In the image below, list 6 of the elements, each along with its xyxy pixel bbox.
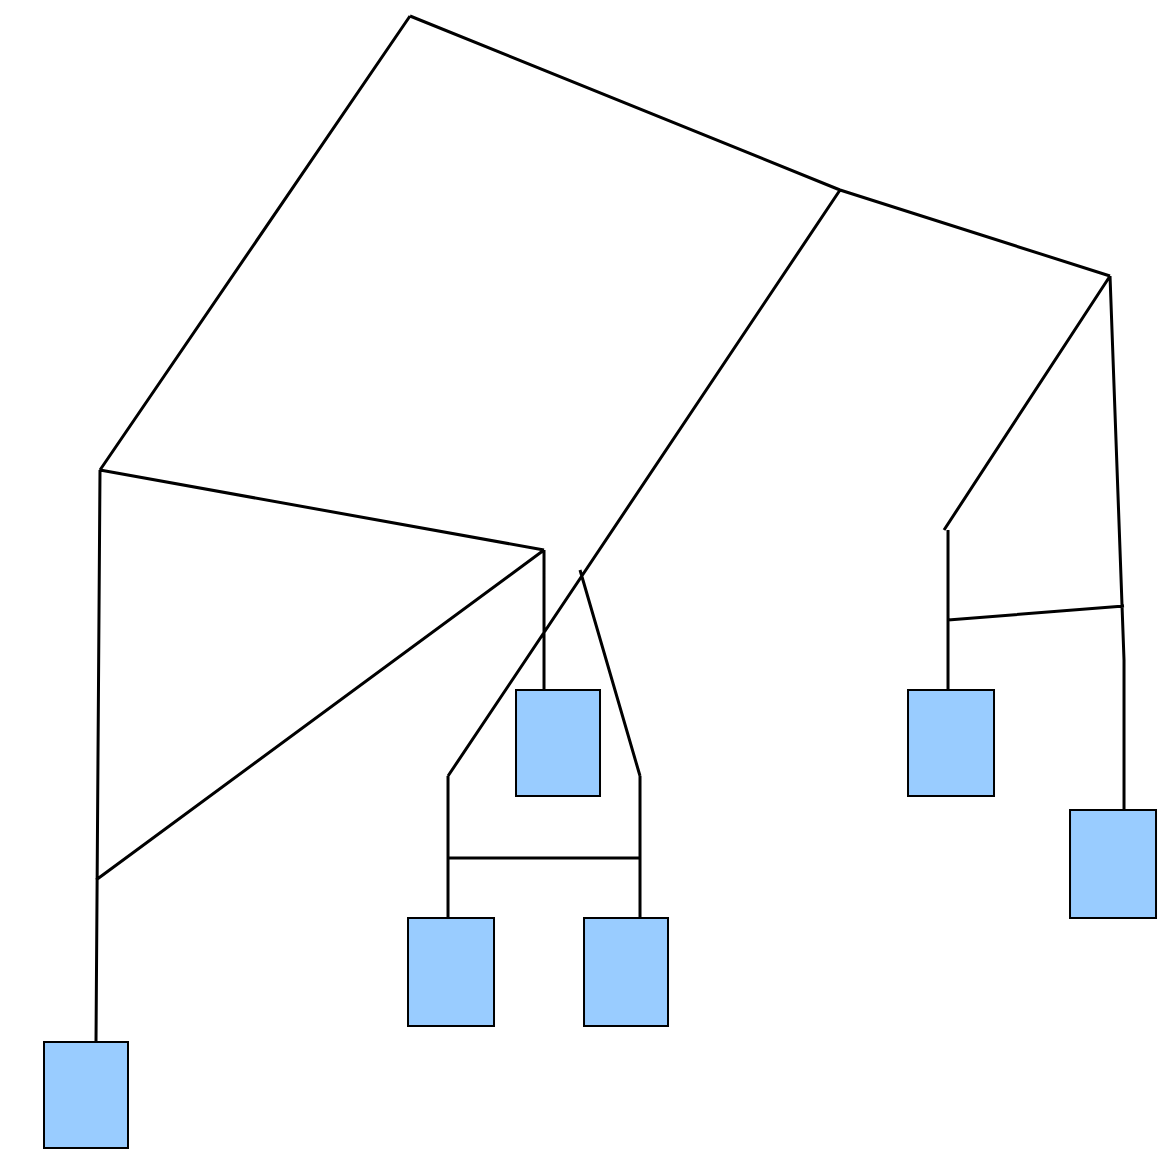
- box: [43, 1041, 129, 1149]
- box: [583, 917, 669, 1027]
- box: [515, 689, 601, 797]
- box: [907, 689, 995, 797]
- box: [1069, 809, 1157, 919]
- box: [407, 917, 495, 1027]
